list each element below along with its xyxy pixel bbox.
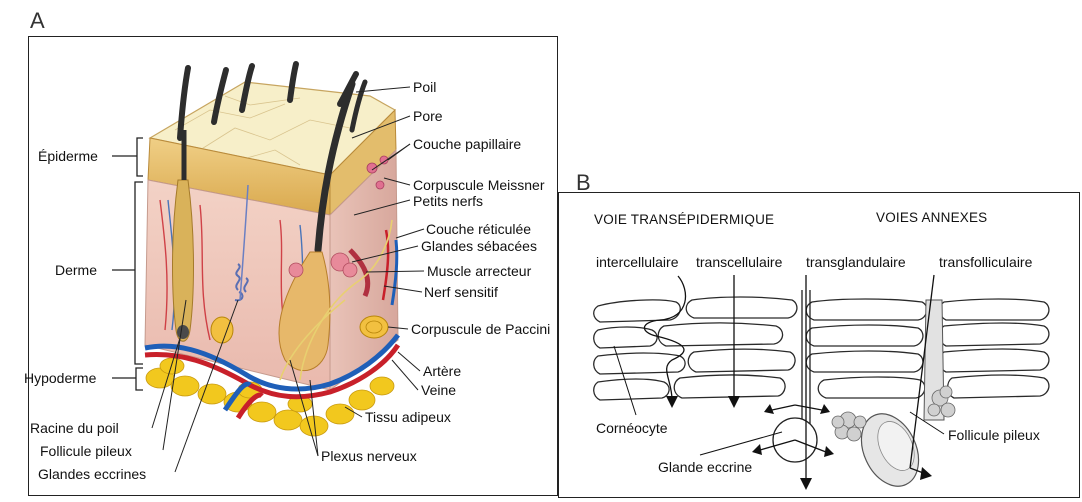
label-derme: Derme [55,262,97,278]
label-follicule-pileux-b: Follicule pileux [948,427,1040,443]
label-pore: Pore [413,108,443,124]
label-corpuscule-paccini: Corpuscule de Paccini [411,321,550,337]
label-transglandulaire: transglandulaire [806,254,906,270]
label-intercellulaire: intercellulaire [596,254,678,270]
label-plexus-nerveux: Plexus nerveux [321,448,417,464]
label-hypoderme: Hypoderme [24,370,96,386]
label-veine: Veine [421,382,456,398]
label-couche-papillaire: Couche papillaire [413,136,521,152]
layer-brackets [112,138,143,390]
label-poil: Poil [413,79,436,95]
pacinian-corpuscle [360,316,388,338]
label-corpuscule-meissner: Corpuscule Meissner [413,177,545,193]
label-couche-reticulee: Couche réticulée [426,221,531,237]
label-epiderme: Épiderme [38,148,98,164]
label-artere: Artère [423,363,461,379]
label-nerf-sensitif: Nerf sensitif [424,284,498,300]
header-voie-transepidermique: VOIE TRANSÉPIDERMIQUE [594,212,774,227]
label-glande-eccrine: Glande eccrine [658,459,752,475]
header-voies-annexes: VOIES ANNEXES [876,210,987,225]
label-glandes-eccrines: Glandes eccrines [38,466,146,482]
label-tissu-adipeux: Tissu adipeux [365,409,451,425]
label-transcellulaire: transcellulaire [696,254,782,270]
label-petits-nerfs: Petits nerfs [413,193,483,209]
label-follicule-pileux-a: Follicule pileux [40,443,132,459]
label-racine-du-poil: Racine du poil [30,420,119,436]
label-corneocyte: Cornéocyte [596,420,668,436]
stratum-corneum-cells [594,297,1049,400]
label-muscle-arrecteur: Muscle arrecteur [427,263,531,279]
label-transfolliculaire: transfolliculaire [939,254,1032,270]
label-glandes-sebacees: Glandes sébacées [421,238,537,254]
